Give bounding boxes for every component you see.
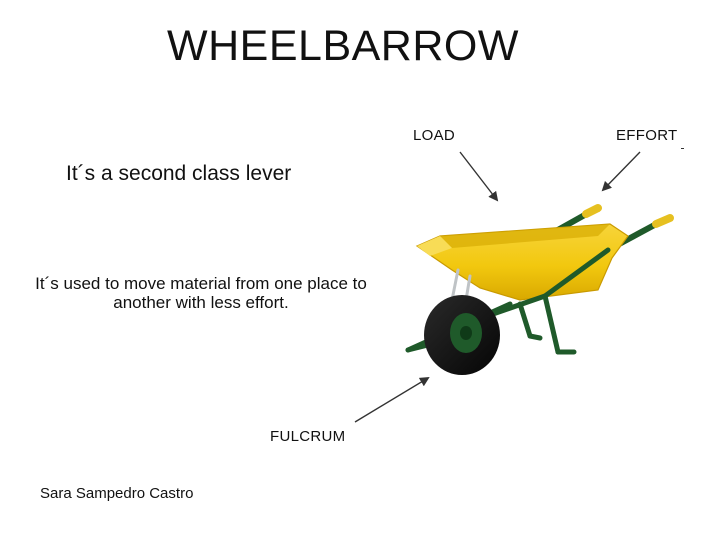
wheelbarrow-tray	[415, 223, 629, 301]
handle-grips	[582, 204, 674, 228]
fulcrum-arrow	[354, 376, 430, 423]
slide-title: WHEELBARROW	[167, 22, 519, 70]
effort-label: EFFORT	[616, 127, 678, 144]
effort-arrow	[601, 151, 641, 192]
author-name: Sara Sampedro Castro	[40, 485, 194, 502]
wheel	[424, 295, 500, 375]
fulcrum-label: FULCRUM	[270, 428, 346, 445]
lever-class-text: It´s a second class lever	[66, 162, 292, 185]
wheelbarrow-legs	[527, 333, 577, 355]
usage-description: It´s used to move material from one plac…	[35, 274, 367, 312]
effort-tick-mark	[681, 148, 684, 149]
load-arrow	[459, 151, 499, 202]
load-label: LOAD	[413, 127, 456, 144]
